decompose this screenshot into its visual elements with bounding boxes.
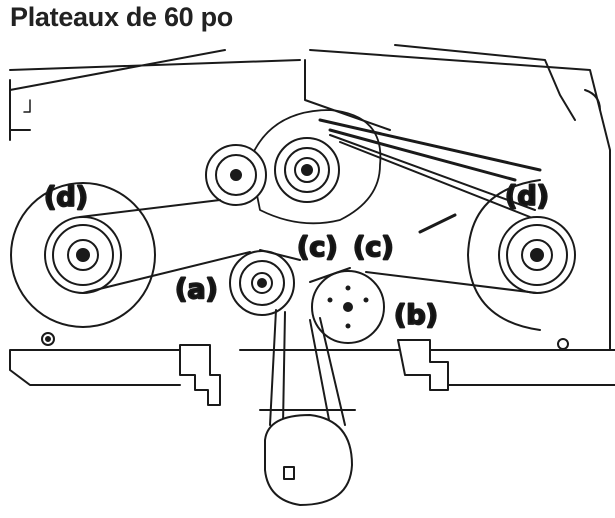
top-idler-pulley-left xyxy=(205,144,267,206)
diagram-title: Plateaux de 60 po xyxy=(10,2,233,32)
label-c-left: (c) xyxy=(297,232,338,263)
top-idler-pulley-right xyxy=(274,137,340,203)
mounting-bolts xyxy=(41,332,569,350)
center-cover xyxy=(249,109,382,225)
drive-belts xyxy=(79,134,538,294)
label-d-left: (d) xyxy=(44,182,88,213)
left-spindle-pulley xyxy=(10,182,156,328)
label-c-right: (c) xyxy=(353,232,394,263)
pulley-b xyxy=(311,270,385,344)
label-a: (a) xyxy=(175,274,218,305)
engine-belt xyxy=(259,309,356,426)
right-spindle-pulley xyxy=(467,179,576,331)
pulley-a xyxy=(229,250,295,316)
left-bracket xyxy=(179,344,221,406)
label-b: (b) xyxy=(394,300,438,331)
engine-pulley xyxy=(264,414,353,506)
right-bracket xyxy=(397,339,449,391)
label-d-right: (d) xyxy=(505,181,549,212)
